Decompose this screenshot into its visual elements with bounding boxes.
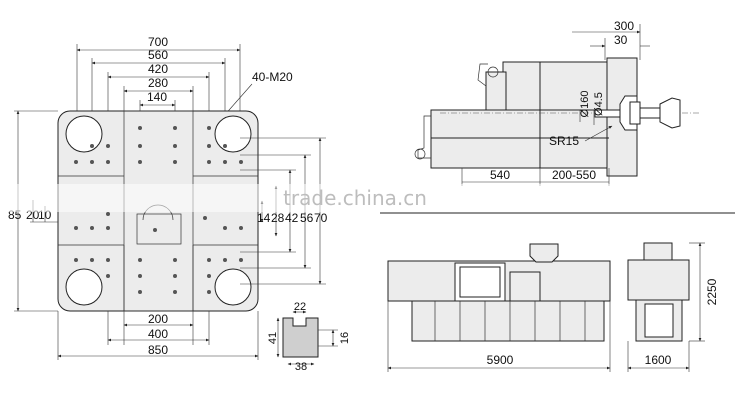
dim-700: 700 xyxy=(148,35,168,49)
dim-850: 850 xyxy=(148,343,168,357)
tie-bar-bottom-right xyxy=(214,268,252,306)
end-upper-body xyxy=(627,259,690,301)
tie-bar-top-left xyxy=(65,115,103,153)
tie-bar-top-right xyxy=(214,115,252,153)
slot-dim-38: 38 xyxy=(295,361,307,373)
slot-dim-16: 16 xyxy=(339,332,351,344)
dim-dia-160: Ø160 xyxy=(579,91,591,118)
platen-bottom-dimensions: 200 400 850 xyxy=(57,311,259,360)
barrel-housing xyxy=(430,109,610,169)
watermark: trade.china.cn xyxy=(283,186,427,210)
right-dim-42: 42 xyxy=(285,211,299,225)
mounting-holes xyxy=(74,126,243,294)
right-dim-56: 56 xyxy=(300,211,314,225)
right-dim-70: 70 xyxy=(314,211,328,225)
slot-dim-41: 41 xyxy=(267,332,279,344)
tie-bar-bottom-left xyxy=(65,268,103,306)
dim-dia-4-5: Ø4.5 xyxy=(593,92,605,116)
injection-carriage xyxy=(502,61,608,111)
machine-base xyxy=(411,300,605,342)
machine-length: 5900 xyxy=(487,353,514,367)
dim-200: 200 xyxy=(148,312,168,326)
dim-140: 140 xyxy=(147,90,167,104)
dim-400: 400 xyxy=(148,327,168,341)
machine-height: 2250 xyxy=(705,278,719,305)
dim-540: 540 xyxy=(490,168,510,182)
machine-width: 1600 xyxy=(645,353,672,367)
right-dim-14: 14 xyxy=(257,211,271,225)
dim-300: 300 xyxy=(614,19,634,33)
machine-end-view: 2250 1600 xyxy=(627,242,719,372)
machine-side-view: 5900 xyxy=(387,243,611,372)
end-hopper xyxy=(643,242,673,261)
right-dim-28: 28 xyxy=(271,211,285,225)
dim-30: 30 xyxy=(614,33,628,47)
hopper xyxy=(529,243,559,263)
dim-200-550: 200-550 xyxy=(552,168,596,182)
nozzle-view: 300 30 Ø160 Ø4.5 SR15 540 200-55 xyxy=(414,19,700,186)
dim-280: 280 xyxy=(148,76,168,90)
sphere-radius: SR15 xyxy=(549,134,579,148)
platen-height-dimensions: 14 28 42 56 70 xyxy=(240,137,328,285)
slot-dim-22: 22 xyxy=(294,301,306,313)
dim-420: 420 xyxy=(148,62,168,76)
dim-560: 560 xyxy=(148,48,168,62)
thread-label: 40-M20 xyxy=(252,70,293,84)
t-slot-detail: 22 41 16 38 xyxy=(267,301,351,373)
